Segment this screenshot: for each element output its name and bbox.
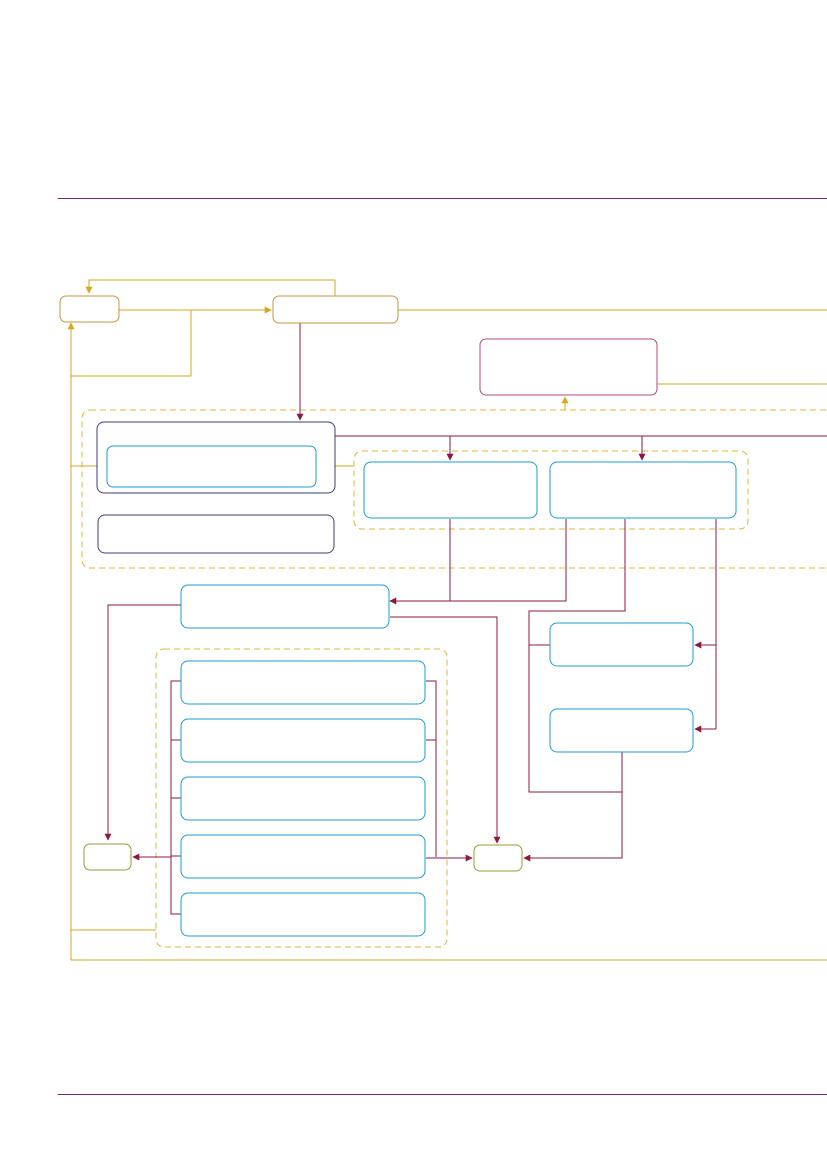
group-right-pair: [353, 450, 749, 530]
connector-a-to-mid: [389, 519, 451, 605]
connector-branch-back: [71, 310, 192, 377]
stack-node-1: [180, 660, 426, 705]
stack-node-2: [180, 718, 426, 763]
end-node-right: [473, 844, 523, 872]
start-node: [59, 295, 120, 323]
diagram-nodes: [59, 295, 737, 937]
navy-node-lower: [97, 514, 335, 554]
cyan-node-mid: [180, 584, 390, 629]
cyan-node-b: [549, 461, 737, 519]
connector-b-mid-down: [528, 519, 626, 793]
connector-box2-to-right-end: [523, 752, 623, 862]
primary-connectors: [104, 323, 827, 915]
header-rule: [58, 198, 827, 199]
connector-mid-to-right-end: [390, 616, 501, 844]
secondary-connectors: [67, 279, 827, 961]
connector-mid-to-left-end: [104, 604, 181, 841]
process-node-top: [272, 295, 399, 324]
group-stack: [155, 648, 448, 948]
inner-cyan-node: [106, 445, 317, 488]
group-regions: [81, 409, 827, 948]
connector-loop-top: [85, 279, 336, 296]
connector-b-left-to-mid: [450, 519, 567, 602]
end-node-left: [83, 843, 132, 871]
group-main-region: [81, 409, 827, 569]
note-node-magenta: [479, 338, 658, 396]
stack-node-3: [180, 776, 426, 821]
cyan-node-side-2: [549, 708, 694, 753]
cyan-node-a: [363, 461, 538, 519]
stack-node-5: [180, 892, 426, 937]
connector-stack-right-bracket: [426, 680, 437, 857]
stack-node-4: [180, 834, 426, 879]
footer-rule: [58, 1094, 827, 1095]
cyan-node-side-1: [549, 622, 694, 667]
